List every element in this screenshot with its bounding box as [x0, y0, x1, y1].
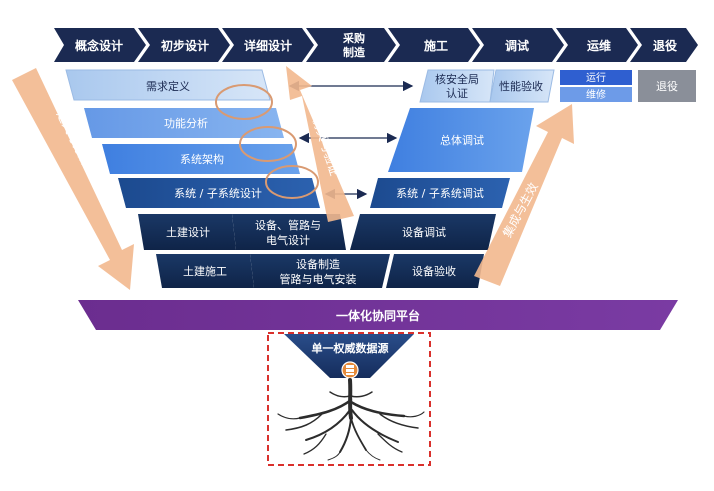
level-label-line1: 核安全局 — [435, 72, 479, 86]
platform-label: 一体化协同平台 — [336, 308, 420, 323]
level-label: 土建施工 — [183, 264, 227, 278]
data-source-icon — [341, 361, 359, 379]
level-label: 系统架构 — [180, 152, 224, 166]
level-label: 功能分析 — [164, 116, 208, 130]
level-nuclear-certification: 核安全局 认证 — [419, 69, 495, 103]
phase-label: 概念设计 — [75, 38, 123, 53]
level-operation: 运行 — [560, 70, 632, 85]
phase-label-line2: 制造 — [343, 45, 366, 59]
level-label-line2: 认证 — [446, 87, 468, 100]
level-label: 总体调试 — [440, 133, 484, 147]
level-equipment-design: 设备、管路与 电气设计 — [232, 214, 346, 250]
level-system-architecture: 系统架构 — [102, 144, 300, 174]
level-manufacture-install: 设备制造 管路与电气安装 — [250, 254, 390, 288]
level-label-line1: 设备制造 — [296, 257, 340, 271]
iteration-loops — [215, 84, 319, 199]
level-civil-construction: 土建施工 — [156, 254, 254, 288]
level-subsystem-commissioning: 系统 / 子系统调试 — [370, 178, 510, 208]
define-decompose-arrow: 定义与分解 — [12, 68, 134, 290]
phase-label: 退役 — [653, 38, 677, 53]
phase-label: 详细设计 — [244, 38, 292, 53]
level-civil-design: 土建设计 — [138, 214, 236, 250]
level-performance-acceptance: 性能验收 — [489, 69, 555, 103]
level-overall-commissioning: 总体调试 — [388, 108, 534, 172]
left-levels: 需求定义 功能分析 系统架构 系统 / 子系统设计 土建设计 设备、管路与 电气… — [65, 69, 390, 288]
right-levels: 核安全局 认证 性能验收 运行 维修 退役 总体调试 系统 / 子系统调试 — [350, 69, 696, 288]
level-function-analysis: 功能分析 — [84, 108, 284, 138]
level-subsystem-design: 系统 / 子系统设计 — [118, 178, 320, 208]
data-funnel — [284, 334, 414, 378]
roots-illustration — [277, 378, 425, 461]
single-data-source-panel: 单一权威数据源 — [267, 332, 431, 466]
iteration-loop — [215, 84, 273, 120]
phase-bar: 概念设计 初步设计 详细设计 采购 制造 施工 调试 运维 退役 — [54, 28, 698, 62]
phase-commissioning: 调试 — [472, 28, 564, 62]
level-label-line1: 设备、管路与 — [255, 218, 321, 232]
level-equipment-acceptance: 设备验收 — [386, 254, 484, 288]
phase-label: 调试 — [505, 38, 529, 53]
phase-label: 采购 — [342, 31, 365, 45]
phase-procurement: 采购 制造 — [306, 28, 396, 62]
phase-label: 运维 — [587, 38, 611, 53]
level-requirements: 需求定义 — [65, 69, 271, 101]
data-source-label: 单一权威数据源 — [312, 341, 389, 355]
phase-construction: 施工 — [388, 28, 480, 62]
level-label: 运行 — [586, 71, 606, 84]
integrated-platform: 一体化协同平台 — [78, 300, 678, 330]
level-label: 退役 — [656, 79, 678, 93]
phase-operation: 运维 — [556, 28, 638, 62]
phase-label: 初步设计 — [161, 38, 209, 53]
level-decommission: 退役 — [638, 70, 696, 102]
iteration-loop — [239, 126, 297, 162]
level-label-line2: 电气设计 — [266, 233, 310, 247]
iteration-loop — [265, 165, 319, 199]
level-label: 性能验收 — [499, 79, 543, 93]
phase-label: 施工 — [424, 38, 448, 53]
phase-concept-design: 概念设计 — [54, 28, 146, 62]
level-label: 设备调试 — [402, 225, 446, 239]
phase-detail-design: 详细设计 — [222, 28, 314, 62]
level-label: 需求定义 — [146, 79, 190, 93]
dashed-highlight-box — [267, 332, 431, 466]
verification-links — [288, 80, 414, 200]
level-label: 维修 — [586, 88, 606, 101]
level-label: 系统 / 子系统调试 — [396, 187, 484, 200]
level-label-line2: 管路与电气安装 — [280, 272, 357, 286]
level-maintenance: 维修 — [560, 87, 632, 102]
level-equipment-commissioning: 设备调试 — [350, 214, 496, 250]
phase-preliminary-design: 初步设计 — [138, 28, 230, 62]
phase-decommission: 退役 — [630, 28, 698, 62]
level-label: 设备验收 — [412, 264, 456, 278]
level-label: 土建设计 — [166, 225, 210, 239]
level-label: 系统 / 子系统设计 — [174, 187, 262, 200]
